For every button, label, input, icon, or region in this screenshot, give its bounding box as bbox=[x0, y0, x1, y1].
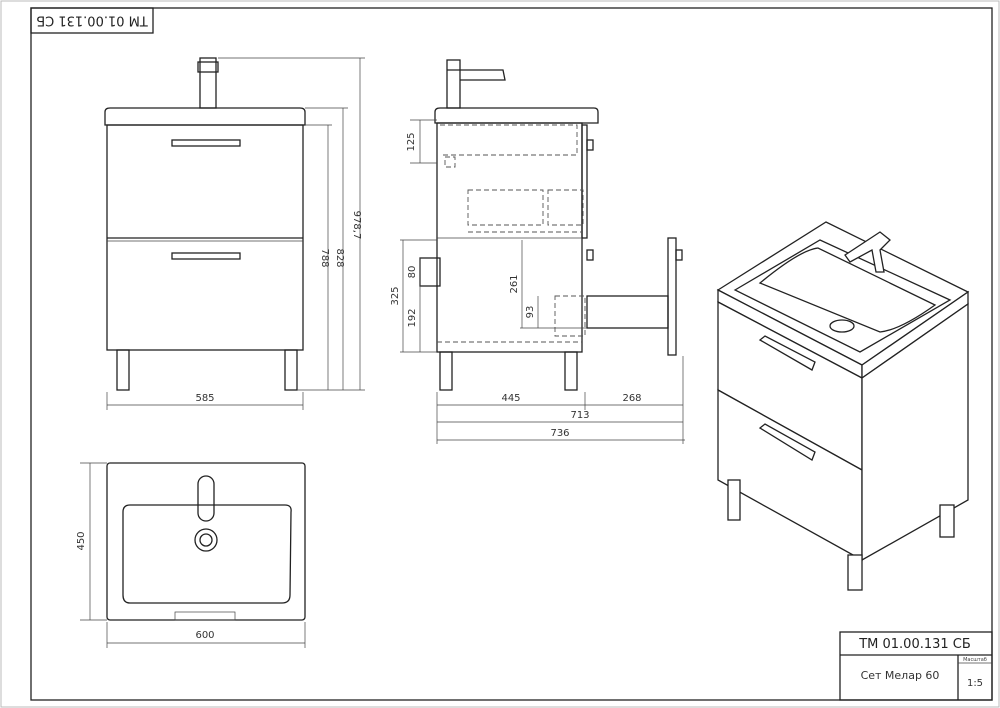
leg bbox=[284, 349, 298, 391]
drawing-frame bbox=[30, 7, 993, 701]
dim-268: 268 bbox=[622, 393, 641, 404]
dim-736: 736 bbox=[550, 428, 569, 439]
dim-450: 450 bbox=[76, 531, 87, 550]
drawing-code: ТМ 01.00.131 СБ bbox=[858, 637, 971, 652]
basin-bowl bbox=[122, 504, 292, 604]
dim-261: 261 bbox=[509, 274, 520, 293]
dim-80: 80 bbox=[407, 266, 418, 279]
basin-outline bbox=[106, 462, 306, 621]
dim-445: 445 bbox=[501, 393, 520, 404]
dim-600: 600 bbox=[195, 630, 214, 641]
scale-label: Масштаб bbox=[963, 657, 987, 663]
faucet bbox=[199, 57, 217, 109]
pulled-out-drawer bbox=[586, 295, 669, 329]
rotated-stamp: ТМ 01.00.131 СБ bbox=[30, 7, 154, 34]
dim-325: 325 bbox=[390, 286, 401, 305]
drawer-front bbox=[667, 237, 677, 356]
scale-value: 1:5 bbox=[967, 678, 983, 689]
dim-788: 788 bbox=[319, 248, 330, 267]
stamp-code: ТМ 01.00.131 СБ bbox=[36, 13, 149, 28]
isometric-view bbox=[716, 221, 970, 591]
dim-585: 585 bbox=[195, 393, 214, 404]
title-block: ТМ 01.00.131 СБ Сет Мелар 60 Масштаб 1:5 bbox=[839, 631, 993, 701]
dim-192: 192 bbox=[407, 308, 418, 327]
drawing-name: Сет Мелар 60 bbox=[861, 669, 940, 682]
dim-828: 828 bbox=[334, 248, 345, 267]
dim-125: 125 bbox=[406, 132, 417, 151]
cabinet-side bbox=[436, 122, 583, 353]
faucet-side bbox=[446, 59, 461, 109]
top-view: 450 600 bbox=[76, 462, 306, 648]
drawer-handle-bottom bbox=[171, 252, 241, 260]
leg bbox=[116, 349, 130, 391]
basin-top bbox=[104, 107, 306, 126]
dim-713: 713 bbox=[570, 410, 589, 421]
drawer-handle-top bbox=[171, 139, 241, 147]
side-view: 125 325 80 192 261 93 445 268 713 736 bbox=[390, 59, 685, 444]
dim-978: 978,7 bbox=[351, 211, 362, 240]
front-view: 585 788 828 978,7 bbox=[104, 57, 365, 410]
dim-93: 93 bbox=[525, 306, 536, 319]
